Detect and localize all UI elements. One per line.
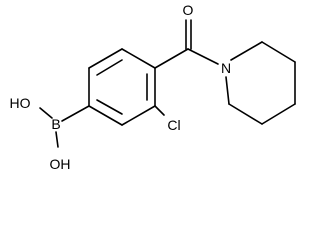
hydroxyl-bottom-label: OH (50, 156, 71, 172)
b-oh-bond (55, 131, 59, 148)
ring-bond (88, 105, 123, 126)
ring-bond (261, 41, 296, 63)
piperidine-ring: N (221, 41, 296, 125)
ring-bond (88, 48, 123, 69)
ring-double-bond (96, 99, 123, 115)
ring-double-bond (96, 59, 123, 76)
hydroxyl-top-label: HO (10, 95, 31, 111)
carbonyl-oxygen-label: O (183, 2, 194, 18)
carbonyl-group: O (154, 2, 219, 69)
ring-bond (121, 48, 156, 69)
boronic-acid-group: B HO OH (10, 95, 90, 172)
b-oh-bond (39, 107, 53, 119)
ring-bond (261, 103, 296, 125)
c-cl-bond (154, 105, 165, 116)
c-c-bond (154, 48, 189, 69)
nitrogen-label: N (221, 60, 231, 76)
benzene-ring (88, 48, 156, 126)
c-b-bond (61, 105, 90, 122)
boron-label: B (51, 116, 60, 132)
chloro-group: Cl (154, 105, 181, 133)
ring-bond (228, 103, 263, 125)
ring-bond (230, 41, 263, 61)
molecule-canvas: B HO OH Cl O N (9, 2, 296, 172)
ring-bond (121, 105, 156, 126)
c-n-bond (187, 48, 219, 65)
chlorine-label: Cl (167, 117, 180, 133)
molecule-drawing: B HO OH Cl O N (10, 2, 296, 172)
ring-bond (225, 76, 230, 105)
